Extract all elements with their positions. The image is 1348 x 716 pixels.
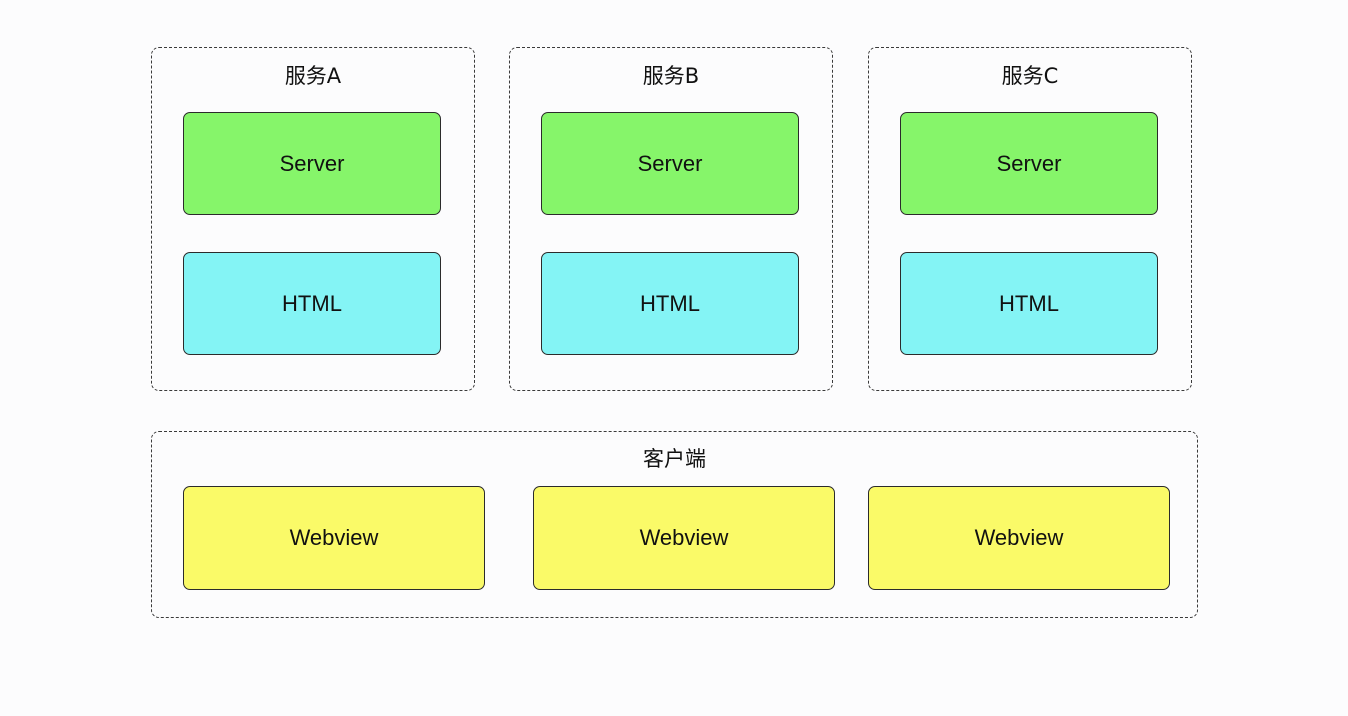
service-c-group: 服务C Server HTML xyxy=(868,47,1192,391)
service-a-server-box: Server xyxy=(183,112,441,215)
service-c-server-box: Server xyxy=(900,112,1158,215)
service-b-html-box: HTML xyxy=(541,252,799,355)
service-b-group: 服务B Server HTML xyxy=(509,47,833,391)
client-title: 客户端 xyxy=(643,447,706,471)
service-a-title: 服务A xyxy=(284,64,342,88)
service-b-title: 服务B xyxy=(642,64,700,88)
webview-box-3: Webview xyxy=(868,486,1170,590)
service-c-title: 服务C xyxy=(1001,64,1059,88)
client-group: 客户端 Webview Webview Webview xyxy=(151,431,1198,618)
webview-box-2: Webview xyxy=(533,486,835,590)
webview-box-1: Webview xyxy=(183,486,485,590)
service-c-html-box: HTML xyxy=(900,252,1158,355)
service-b-server-box: Server xyxy=(541,112,799,215)
service-a-html-box: HTML xyxy=(183,252,441,355)
service-a-group: 服务A Server HTML xyxy=(151,47,475,391)
